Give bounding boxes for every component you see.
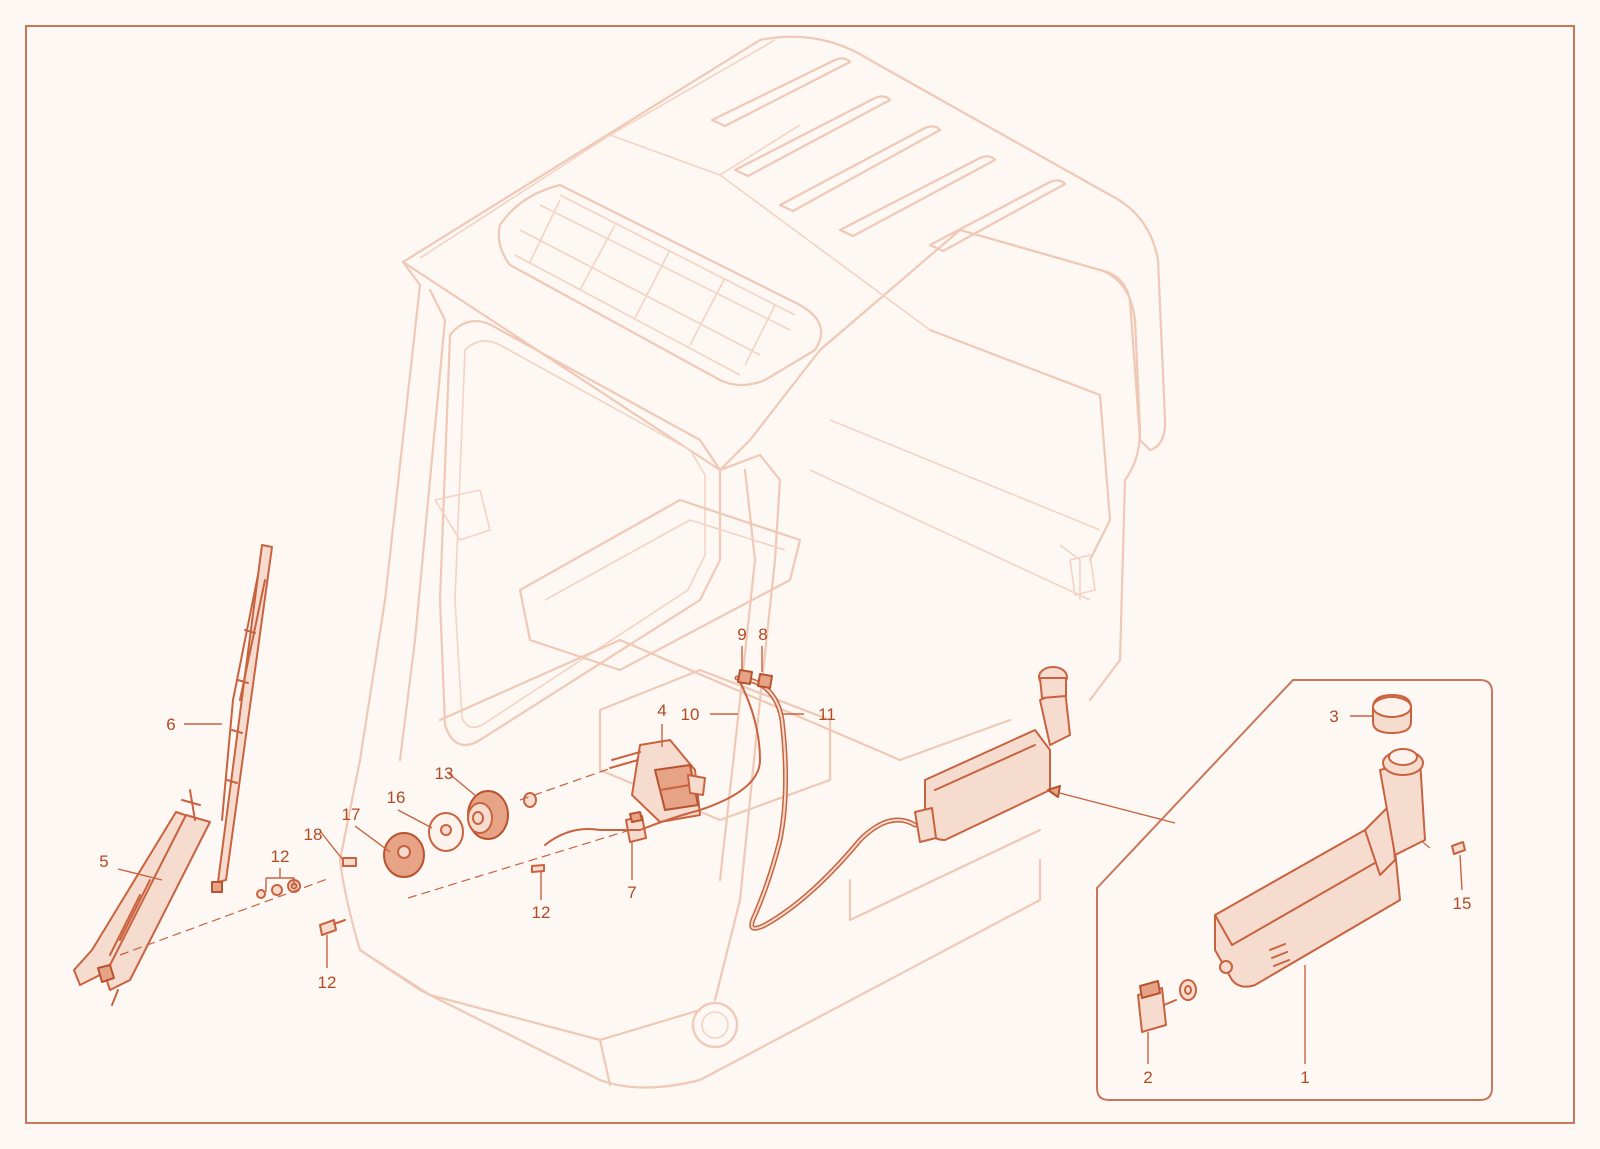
wiper-arm (73, 789, 211, 1006)
callout-5: 5 (99, 852, 108, 871)
detail-inset (1047, 679, 1493, 1101)
leader-lines (117, 646, 1463, 1064)
callout-12-clip: 12 (318, 973, 337, 992)
callout-12-hardware: 12 (271, 847, 290, 866)
callout-1: 1 (1300, 1068, 1309, 1087)
callout-3: 3 (1329, 707, 1338, 726)
callout-10: 10 (681, 705, 700, 724)
callout-8: 8 (758, 625, 767, 644)
hardware-set-left (256, 857, 545, 936)
wiper-motor-mount-parts (383, 790, 537, 878)
callout-6: 6 (166, 715, 175, 734)
callout-labels: 1 2 3 4 5 6 7 8 9 10 11 12 12 12 13 15 1… (99, 625, 1471, 1087)
callout-9: 9 (737, 625, 746, 644)
callout-15: 15 (1453, 894, 1472, 913)
callout-7: 7 (627, 883, 636, 902)
callout-4: 4 (657, 701, 666, 720)
callout-13: 13 (435, 764, 454, 783)
washer-hoses (544, 669, 918, 931)
callout-12-screw: 12 (532, 903, 551, 922)
callout-16: 16 (387, 788, 406, 807)
callout-11: 11 (818, 705, 836, 724)
callout-18: 18 (304, 825, 323, 844)
washer-nozzle (625, 811, 647, 843)
wiper-motor (609, 739, 706, 823)
washer-tank-installed (914, 666, 1071, 843)
wiper-blade (211, 544, 273, 893)
callout-2: 2 (1143, 1068, 1152, 1087)
callout-17: 17 (342, 805, 361, 824)
diagram-border (25, 25, 1575, 1124)
cab-outline (338, 35, 1167, 1089)
